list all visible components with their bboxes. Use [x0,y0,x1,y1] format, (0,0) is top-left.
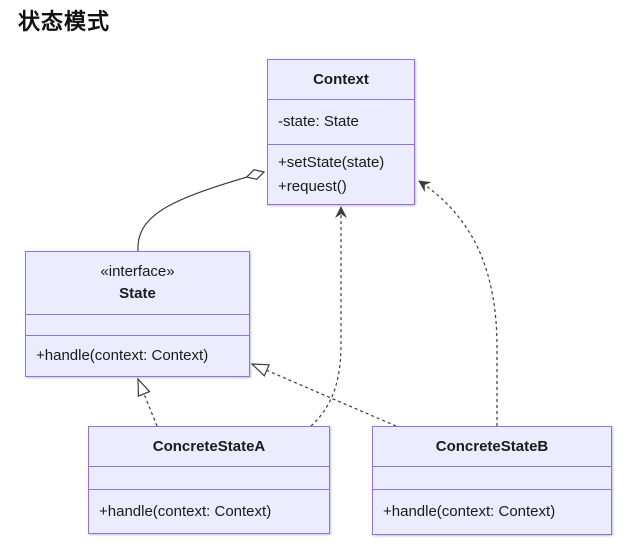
stereotype-label: «interface» [100,263,175,280]
class-methods-context: +setState(state) +request() [268,144,414,204]
method-line: +request() [278,177,347,195]
class-attributes-concretestatea [89,466,329,489]
aggregation-edge-state-to-context [137,172,264,252]
class-box-context: Context -state: State +setState(state) +… [267,59,415,205]
method-line: +handle(context: Context) [99,502,272,520]
class-name-concretestatea: ConcreteStateA [152,437,266,455]
class-name-context: Context [313,70,369,88]
method-line: +setState(state) [278,153,385,171]
realization-edge-concretestateb-to-state [252,364,397,427]
dependency-edge-concretestatea-to-context [310,206,347,427]
class-name-concretestateb: ConcreteStateB [435,437,549,455]
class-attributes-concretestateb [373,466,611,489]
class-header-state: «interface» State [26,252,249,314]
class-methods-concretestateb: +handle(context: Context) [373,489,611,534]
realization-edge-concretestatea-to-state [138,379,158,427]
class-methods-concretestatea: +handle(context: Context) [89,489,329,533]
class-attributes-context: -state: State [268,99,414,144]
class-header-concretestateb: ConcreteStateB [373,427,611,466]
dependency-edge-concretestateb-to-context [418,180,498,426]
class-box-state: «interface» State +handle(context: Conte… [25,251,250,377]
class-box-concretestatea: ConcreteStateA +handle(context: Context) [88,426,330,534]
method-line: +handle(context: Context) [36,347,209,364]
class-header-concretestatea: ConcreteStateA [89,427,329,466]
class-header-context: Context [268,60,414,99]
class-attributes-state [26,314,249,335]
diagram-title: 状态模式 [18,9,111,34]
class-methods-state: +handle(context: Context) [26,335,249,376]
class-box-concretestateb: ConcreteStateB +handle(context: Context) [372,426,612,535]
class-name-state: State [119,285,156,302]
attribute-line: -state: State [278,113,359,130]
method-line: +handle(context: Context) [383,503,556,520]
